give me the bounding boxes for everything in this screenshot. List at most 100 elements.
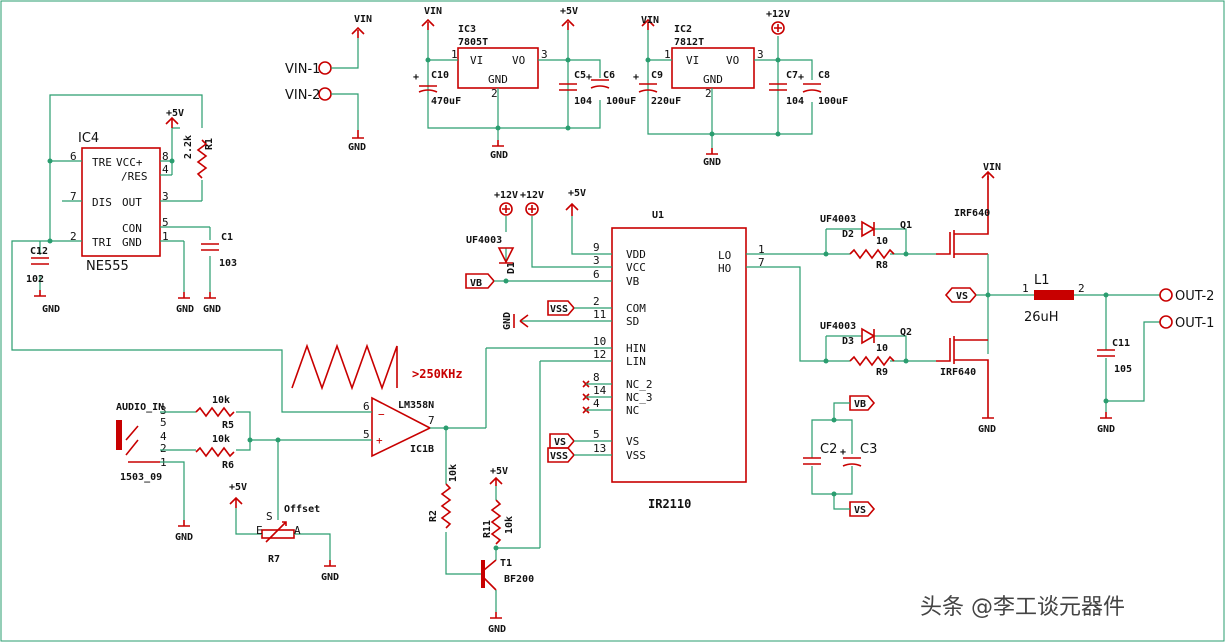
ne555-block: IC4 NE555 TRE DIS TRI VCC+ /RES OUT CON … [11,94,362,413]
c9-ref: C9 [651,70,663,81]
q1-mosfet [936,176,989,258]
c10-value: 470uF [431,96,461,107]
triangle-wave-icon [291,343,398,391]
ic1b-value: LM358N [398,400,434,411]
ic4-body [81,147,161,257]
c7-ref: C7 [786,70,798,81]
u1-pin-num: 5 [593,428,600,441]
vss-flag-com: VSS [550,304,568,315]
gnd-7812: GND [703,157,721,168]
u1-pin-num: 8 [593,371,600,384]
l1-n1: 1 [1022,282,1029,295]
vin2-label: VIN-2 [285,88,320,103]
l1-value: 26uH [1024,310,1059,325]
jack-pin-num: 3 [160,404,167,417]
jack-pin-num: 2 [160,442,167,455]
ic4-num-8: 8 [162,150,169,163]
svg-text:+: + [413,72,419,83]
ic4-pin-res: /RES [121,170,148,183]
ic2-n2: 2 [705,87,712,100]
r11-value: 10k [504,516,515,534]
u1-left-pins: 9VDD3VCC6VB2COM11SD10HIN12LIN8NC_214NC_3… [593,241,653,462]
r7-ref: R7 [268,554,280,565]
q1-ref: Q1 [900,220,912,231]
ic4-num-5: 5 [162,216,169,229]
gnd-555-c: GND [203,304,221,315]
u1-pin-name: NC_2 [626,378,653,391]
jack-pin-num: 5 [160,416,167,429]
ic3-n1: 1 [451,48,458,61]
c9-value: 220uF [651,96,681,107]
r6-ref: R6 [222,460,234,471]
ic3-ref: IC3 [458,24,476,35]
r5-value: 10k [212,395,230,406]
u1-pin-num: 14 [593,384,607,397]
u1-pin-num: 3 [593,254,600,267]
vin-label-b: VIN [424,6,442,17]
ic4-num-7: 7 [70,190,77,203]
p12-label-reg: +12V [766,9,790,20]
vin1-label: VIN-1 [285,62,320,77]
u1-num-7: 7 [758,256,765,269]
vs-flag-u1: VS [554,437,566,448]
q2-value: IRF640 [940,367,976,378]
vss-flag-u1: VSS [550,451,568,462]
c12-ref: C12 [30,246,48,257]
t1-ref: T1 [500,558,512,569]
r7-e: E [256,524,263,537]
ic2-ref: IC2 [674,24,692,35]
jack-ref: AUDIO_IN [116,402,164,413]
u1-pin-num: 13 [593,442,606,455]
c2-ref: C2 [820,442,837,457]
d2-ref: D2 [842,229,854,240]
r9-resistor [849,355,895,367]
u1-pin-name: VS [626,435,639,448]
svg-text:+: + [586,72,592,83]
gnd-t1: GND [488,624,506,635]
r7-value: Offset [284,504,320,515]
out2-label: OUT-2 [1175,289,1214,304]
u1-pin-name: VDD [626,248,646,261]
r7-a: A [294,524,301,537]
c12-capacitor [31,257,49,265]
ic1b-n5: 5 [363,428,370,441]
reg-7812-block: IC2 7812T VI VO GND 1 3 2 VIN +12V GND +… [633,9,848,168]
u1-pin-name: LIN [626,355,646,368]
jack-pin-num: 4 [160,430,167,443]
gnd-sd: GND [502,312,513,330]
vin-label-c: VIN [641,15,659,26]
q1-value: IRF640 [954,208,990,219]
c6-ref: C6 [603,70,615,81]
ic2-vi: VI [686,54,699,67]
ic3-vo: VO [512,54,525,67]
u1-pin-name: VSS [626,449,646,462]
c5-ref: C5 [574,70,586,81]
r7-s: S [266,510,273,523]
ic4-pin-con: CON [122,222,142,235]
ic2-gnd: GND [703,73,723,86]
vs-flag-out: VS [956,291,968,302]
u1-pin-name: VCC [626,261,646,274]
ic1b-n6: 6 [363,400,370,413]
watermark-text: 头条 @李工谈元器件 [920,595,1125,620]
u1-pin-name: SD [626,315,639,328]
c7-value: 104 [786,96,804,107]
ic4-pin-out: OUT [122,196,142,209]
r11-ref: R11 [482,520,493,538]
reg-7805-block: IC3 7805T VI VO GND 1 3 2 VIN +5V GND + … [413,6,636,161]
u1-pin-num: 4 [593,397,600,410]
audio-jack [116,420,122,450]
ic3-gnd: GND [488,73,508,86]
p12-label-u1b: +12V [520,190,544,201]
gnd-555-b: GND [176,304,194,315]
u1-pin-name: VB [626,275,640,288]
u1-pin-num: 9 [593,241,600,254]
output-stage: UF4003 D2 10 R8 Q1 IRF640 VIN UF4003 D3 … [746,162,1214,435]
jack-value: 1503_09 [120,472,162,483]
u1-pin-num: 6 [593,268,600,281]
r6-resistor [195,446,235,458]
ic4-pin-tri: TRI [92,236,112,249]
svg-text:+: + [798,72,804,83]
